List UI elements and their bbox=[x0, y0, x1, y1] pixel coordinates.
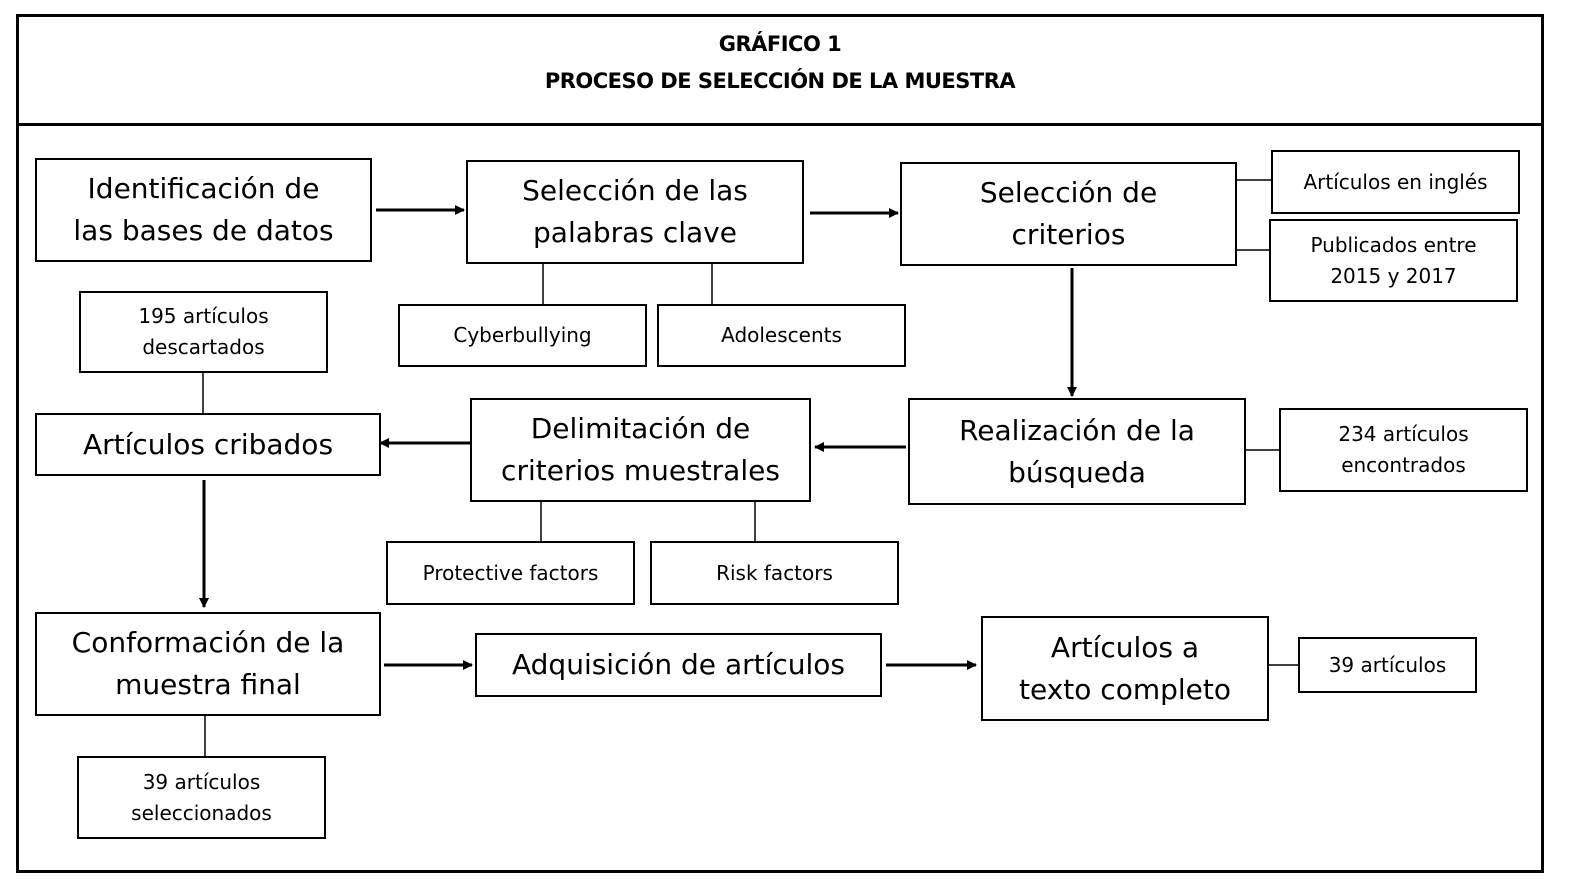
node-cribados: Artículos cribados bbox=[35, 413, 381, 476]
node-39-articulos: 39 artículos bbox=[1298, 637, 1477, 693]
node-protective: Protective factors bbox=[386, 541, 635, 605]
node-publicados: Publicados entre 2015 y 2017 bbox=[1269, 219, 1518, 302]
node-articulos-ingles: Artículos en inglés bbox=[1271, 150, 1520, 214]
figure-header: GRÁFICO 1 PROCESO DE SELECCIÓN DE LA MUE… bbox=[16, 14, 1544, 126]
node-conformacion: Conformación de la muestra final bbox=[35, 612, 381, 716]
figure-subtitle: PROCESO DE SELECCIÓN DE LA MUESTRA bbox=[544, 69, 1016, 93]
node-texto-completo: Artículos a texto completo bbox=[981, 616, 1269, 721]
node-risk: Risk factors bbox=[650, 541, 899, 605]
node-identificacion: Identificación de las bases de datos bbox=[35, 158, 372, 262]
node-seleccion-criterios: Selección de criterios bbox=[900, 162, 1237, 266]
node-delimitacion: Delimitación de criterios muestrales bbox=[470, 398, 811, 502]
node-seleccion-palabras: Selección de las palabras clave bbox=[466, 160, 804, 264]
node-realizacion: Realización de la búsqueda bbox=[908, 398, 1246, 505]
node-descartados: 195 artículos descartados bbox=[79, 291, 328, 373]
node-cyberbullying: Cyberbullying bbox=[398, 304, 647, 367]
node-encontrados: 234 artículos encontrados bbox=[1279, 408, 1528, 492]
node-adquisicion: Adquisición de artículos bbox=[475, 633, 882, 697]
figure-frame bbox=[16, 14, 1544, 873]
figure-title: GRÁFICO 1 bbox=[718, 32, 842, 56]
node-adolescents: Adolescents bbox=[657, 304, 906, 367]
node-seleccionados: 39 artículos seleccionados bbox=[77, 756, 326, 839]
